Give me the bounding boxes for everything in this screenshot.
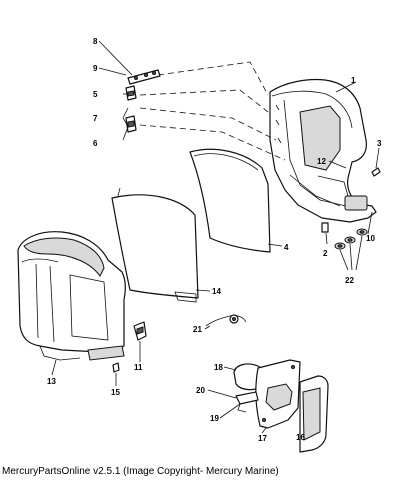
part-14-front-panel	[111, 187, 199, 303]
part-4-side-panel	[189, 148, 271, 253]
image-caption: MercuryPartsOnline v2.5.1 (Image Copyrig…	[2, 466, 279, 477]
callout-1: 1	[351, 76, 356, 85]
callout-16: 16	[296, 433, 305, 442]
callout-4: 4	[284, 243, 289, 252]
callout-5: 5	[93, 90, 98, 99]
callout-15: 15	[111, 388, 120, 397]
part-19-bracket	[235, 391, 259, 413]
callout-21: 21	[193, 325, 202, 334]
callout-20: 20	[196, 386, 205, 395]
callout-2: 2	[323, 249, 328, 258]
leader-lines	[51, 40, 380, 444]
callout-18: 18	[214, 363, 223, 372]
callout-10: 10	[366, 234, 375, 243]
callout-labels: 1 2 3 4 5 6 7 8 9 10 11 12 13 14 15 16 1…	[47, 37, 382, 443]
part-5-clip	[125, 85, 137, 101]
callout-8: 8	[93, 37, 98, 46]
callout-3: 3	[377, 139, 382, 148]
callout-13: 13	[47, 377, 56, 386]
part-21-cable	[205, 314, 247, 327]
part-6-clip	[125, 115, 137, 133]
callout-17: 17	[258, 434, 267, 443]
callout-22: 22	[345, 276, 354, 285]
callout-11: 11	[134, 363, 143, 372]
assembly-dash-lines	[139, 61, 286, 161]
part-15-tab	[112, 362, 120, 373]
callout-7: 7	[93, 114, 98, 123]
part-16-cover	[299, 375, 329, 453]
callout-14: 14	[212, 287, 221, 296]
part-8-bracket-strip	[127, 69, 161, 85]
part-3-pin	[371, 167, 381, 177]
callout-6: 6	[93, 139, 98, 148]
part-13-lower-cowl	[17, 231, 126, 361]
part-1-cowl-shell	[269, 78, 377, 223]
callout-9: 9	[93, 64, 98, 73]
callout-19: 19	[210, 414, 219, 423]
part-11-clip	[133, 321, 147, 341]
part-2-block	[321, 222, 329, 233]
part-17-plate	[255, 359, 301, 429]
part-22-nuts	[334, 228, 368, 250]
callout-12: 12	[317, 157, 326, 166]
